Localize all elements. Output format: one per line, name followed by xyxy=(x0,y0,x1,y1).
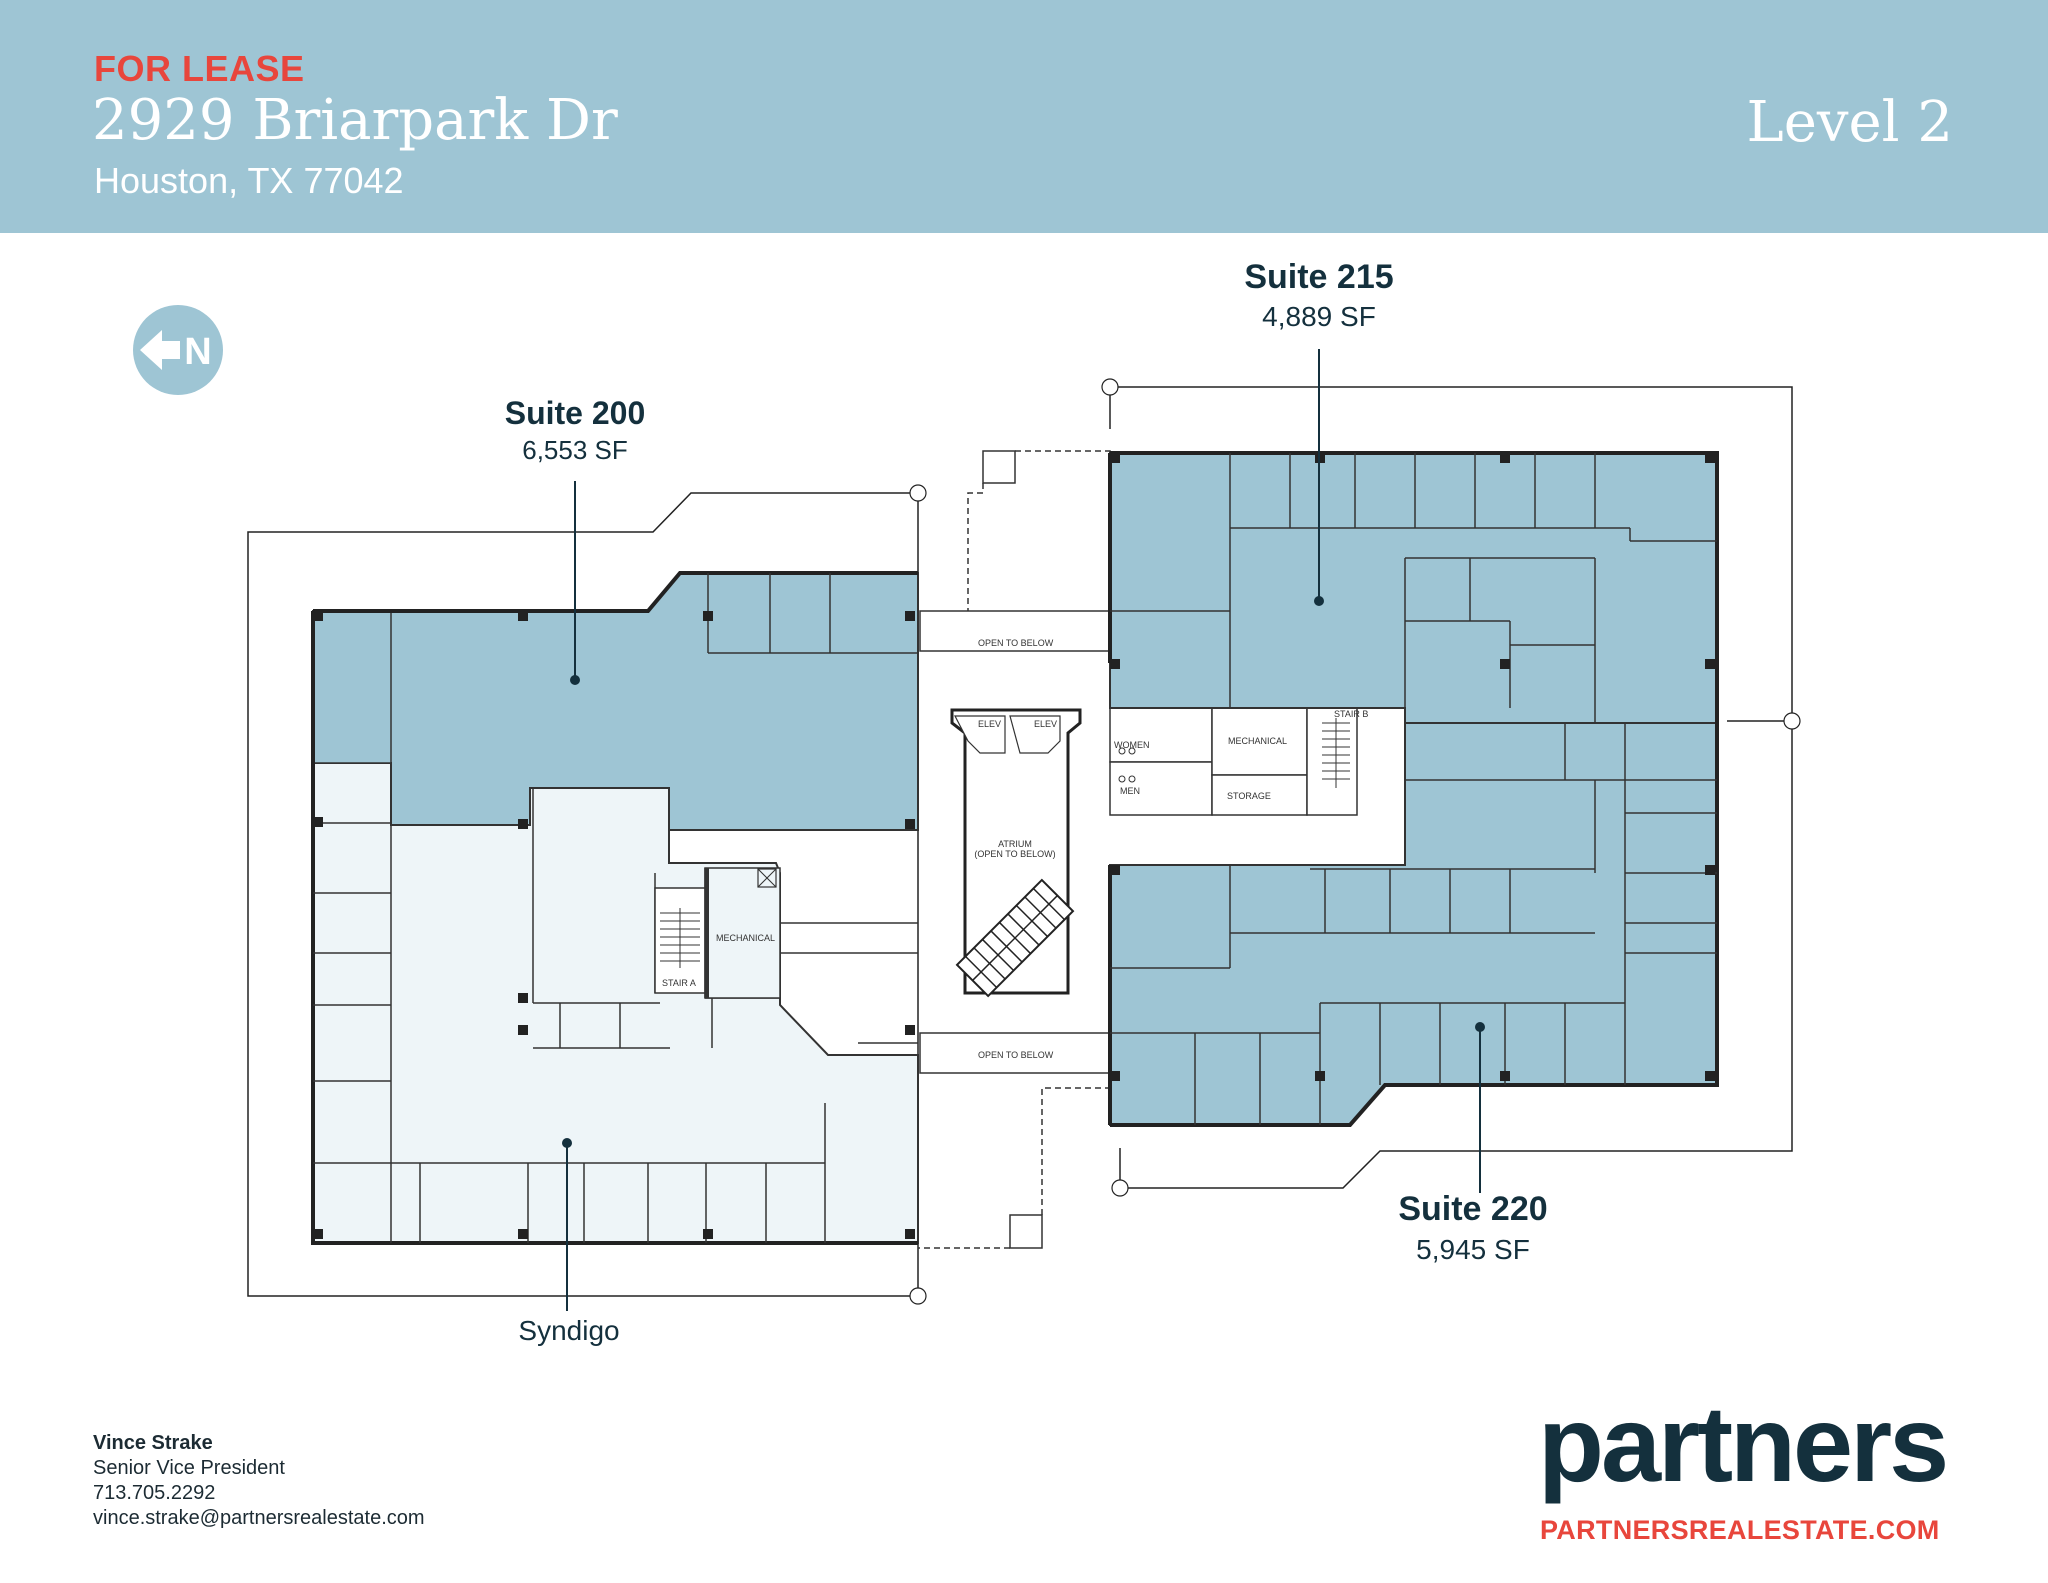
storage-label: STORAGE xyxy=(1227,791,1271,801)
contact-title: Senior Vice President xyxy=(93,1457,285,1479)
partners-logo: partners xyxy=(1538,1383,1949,1504)
stair-b-label: STAIR B xyxy=(1334,709,1368,719)
for-lease-tag: FOR LEASE xyxy=(94,48,305,89)
men-restroom-label: MEN xyxy=(1120,786,1140,796)
stair-a: STAIR A xyxy=(654,887,706,994)
mechanical-west-label: MECHANICAL xyxy=(716,933,775,943)
svg-text:Syndigo: Syndigo xyxy=(518,1315,619,1346)
syndigo-callout: Syndigo xyxy=(518,1138,620,1346)
contact-email[interactable]: vince.strake@partnersrealestate.com xyxy=(93,1507,425,1529)
svg-text:ELEV: ELEV xyxy=(1034,719,1057,729)
open-to-below-bottom: OPEN TO BELOW xyxy=(978,1050,1054,1060)
svg-text:(OPEN TO BELOW): (OPEN TO BELOW) xyxy=(974,849,1055,859)
svg-text:ATRIUM: ATRIUM xyxy=(998,839,1032,849)
contact-block: Vince Strake Senior Vice President 713.7… xyxy=(93,1431,425,1531)
outline-east xyxy=(1110,386,1793,1189)
open-to-below-top: OPEN TO BELOW xyxy=(978,638,1054,648)
svg-text:STAIR A: STAIR A xyxy=(662,978,696,988)
suite-200-callout: Suite 200 6,553 SF xyxy=(505,395,646,685)
property-address: 2929 Briarpark Dr xyxy=(92,88,618,153)
property-city: Houston, TX 77042 xyxy=(94,160,404,201)
svg-text:ELEV: ELEV xyxy=(978,719,1001,729)
svg-text:4,889 SF: 4,889 SF xyxy=(1262,301,1376,332)
svg-text:Suite 215: Suite 215 xyxy=(1244,258,1393,296)
header-banner: FOR LEASE 2929 Briarpark Dr Houston, TX … xyxy=(0,0,2048,233)
floor-level: Level 2 xyxy=(1746,90,1953,155)
suite-215-callout: Suite 215 4,889 SF xyxy=(1244,258,1394,606)
svg-text:Suite 200: Suite 200 xyxy=(505,395,646,431)
contact-phone[interactable]: 713.705.2292 xyxy=(93,1482,216,1504)
suite-220-callout: Suite 220 5,945 SF xyxy=(1398,1022,1548,1265)
suite-215-area xyxy=(1109,452,1718,724)
women-restroom-label: WOMEN xyxy=(1114,740,1150,750)
svg-text:Suite 220: Suite 220 xyxy=(1398,1190,1547,1228)
north-arrow-icon: N xyxy=(133,305,223,395)
floor-plan: N xyxy=(133,258,1801,1346)
svg-text:5,945 SF: 5,945 SF xyxy=(1416,1234,1530,1265)
mechanical-east-label: MECHANICAL xyxy=(1228,736,1287,746)
atrium: ELEV ELEV ATRIUM (OPEN TO BELOW) xyxy=(950,708,1082,998)
website-link[interactable]: PARTNERSREALESTATE.COM xyxy=(1540,1515,1940,1545)
svg-text:N: N xyxy=(184,331,211,373)
svg-text:6,553 SF: 6,553 SF xyxy=(522,435,628,465)
contact-name: Vince Strake xyxy=(93,1432,213,1454)
